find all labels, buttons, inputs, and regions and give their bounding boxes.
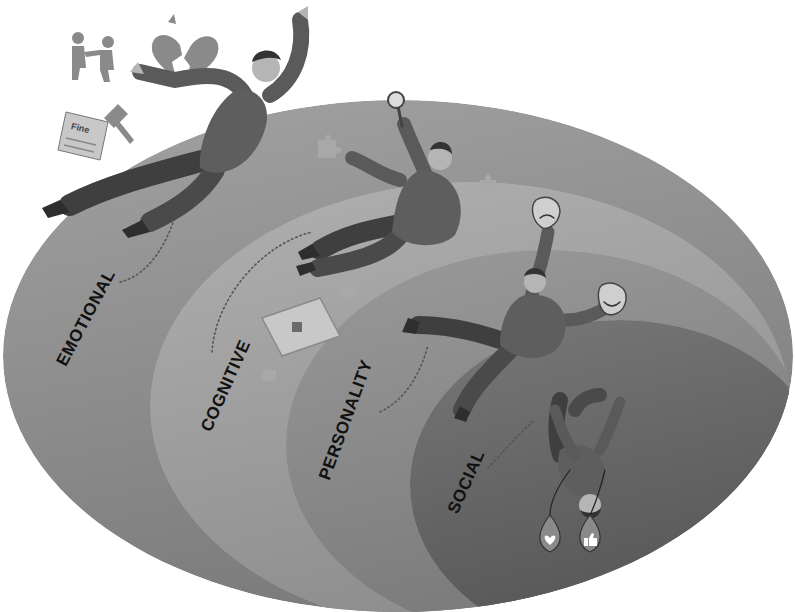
leader-line — [488, 420, 535, 468]
hair — [252, 50, 281, 62]
thumb-symbol — [584, 533, 597, 546]
head — [579, 494, 601, 516]
head — [252, 54, 280, 82]
ring-band: EMOTIONALCOGNITIVEPERSONALITYSOCIAL — [3, 100, 793, 612]
arm — [404, 124, 430, 185]
puzzle-pieces — [258, 135, 496, 381]
magnifier-lens — [388, 92, 404, 108]
arm — [270, 20, 301, 95]
strings — [550, 470, 605, 515]
hair — [580, 508, 601, 518]
leader-line — [120, 205, 178, 282]
magnifier-handle — [398, 106, 402, 126]
head — [524, 271, 546, 293]
arm — [140, 72, 245, 95]
leg — [150, 170, 215, 222]
falling-man-emotional — [42, 6, 308, 238]
puzzle-piece — [340, 279, 356, 298]
leg — [575, 395, 600, 410]
band-ellipse — [410, 320, 795, 612]
head — [428, 146, 452, 170]
leg — [70, 160, 205, 205]
mask-mouth — [540, 215, 554, 218]
leg — [320, 225, 395, 250]
puzzle-piece — [318, 135, 341, 158]
leader-line — [212, 232, 312, 352]
paper-sheet — [58, 112, 108, 160]
shoes — [296, 244, 320, 276]
torso — [500, 294, 566, 358]
torso — [200, 88, 267, 173]
leg — [557, 400, 560, 455]
heart-half — [152, 35, 182, 78]
mask-mouth — [604, 302, 620, 306]
heart-symbol — [545, 536, 556, 545]
jigsaw-board — [262, 298, 340, 356]
puzzle-piece — [480, 175, 496, 194]
puzzle-piece — [258, 265, 274, 284]
leader-line — [380, 345, 428, 412]
torso — [392, 170, 461, 245]
ring-band: COGNITIVEPERSONALITYSOCIAL — [150, 182, 790, 612]
fine-paper-icon — [58, 112, 108, 160]
fight-icon — [72, 32, 114, 82]
sad-mask — [533, 197, 560, 228]
leg — [318, 235, 400, 268]
arm — [530, 232, 548, 300]
gavel-icon — [104, 104, 134, 144]
leg — [462, 350, 510, 410]
arm — [600, 402, 620, 450]
heart-pin — [540, 515, 560, 552]
shoes — [402, 318, 470, 422]
gavel-head — [104, 104, 128, 128]
arm — [352, 158, 400, 180]
shoes — [42, 200, 150, 238]
torso — [558, 445, 605, 496]
icon-body — [100, 50, 114, 82]
heart-half — [184, 36, 218, 82]
heart-shard — [168, 14, 176, 24]
gavel-handle — [114, 120, 134, 144]
like-pin — [580, 515, 600, 552]
icon-head — [72, 32, 84, 44]
missing-piece — [292, 322, 302, 332]
arm — [555, 410, 575, 455]
leader-lines — [120, 205, 535, 468]
icon-arm — [84, 50, 100, 57]
leg — [418, 325, 500, 340]
falling-man-cognitive — [296, 92, 461, 276]
icon-label: Fine — [70, 121, 90, 135]
happy-mask — [598, 283, 626, 314]
board — [262, 298, 340, 356]
falling-man-social — [540, 395, 620, 552]
hair — [524, 268, 546, 278]
puzzle-piece — [262, 368, 276, 381]
icon-head — [102, 36, 114, 48]
icon-body — [72, 46, 86, 80]
paper-lines — [64, 138, 96, 152]
hair — [430, 142, 452, 154]
falling-man-personality — [402, 197, 626, 422]
arm — [565, 305, 610, 320]
broken-heart-icon — [152, 14, 219, 82]
hands — [130, 6, 308, 74]
